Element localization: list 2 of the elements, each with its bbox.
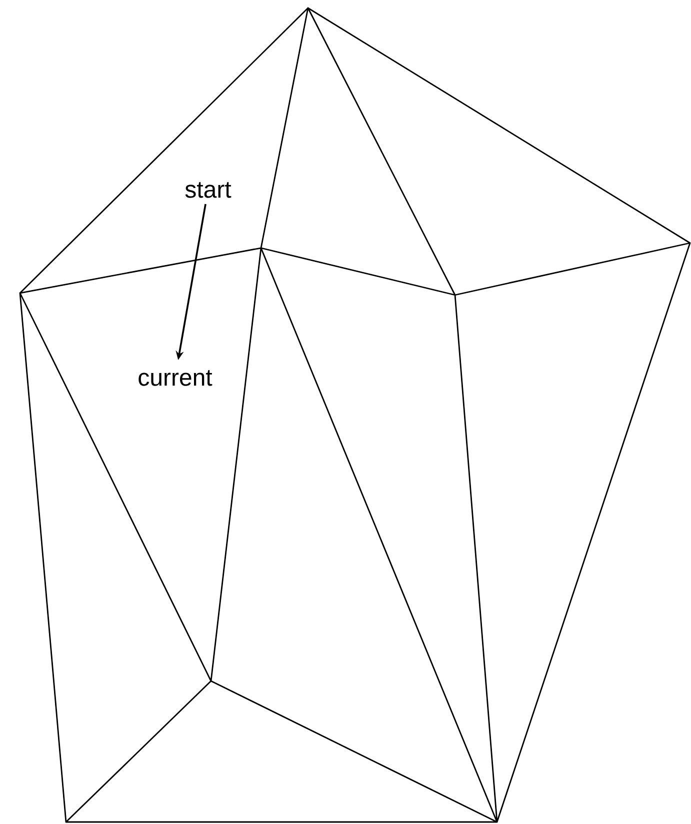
text-label: start	[185, 182, 232, 198]
text-label: current	[138, 370, 212, 386]
